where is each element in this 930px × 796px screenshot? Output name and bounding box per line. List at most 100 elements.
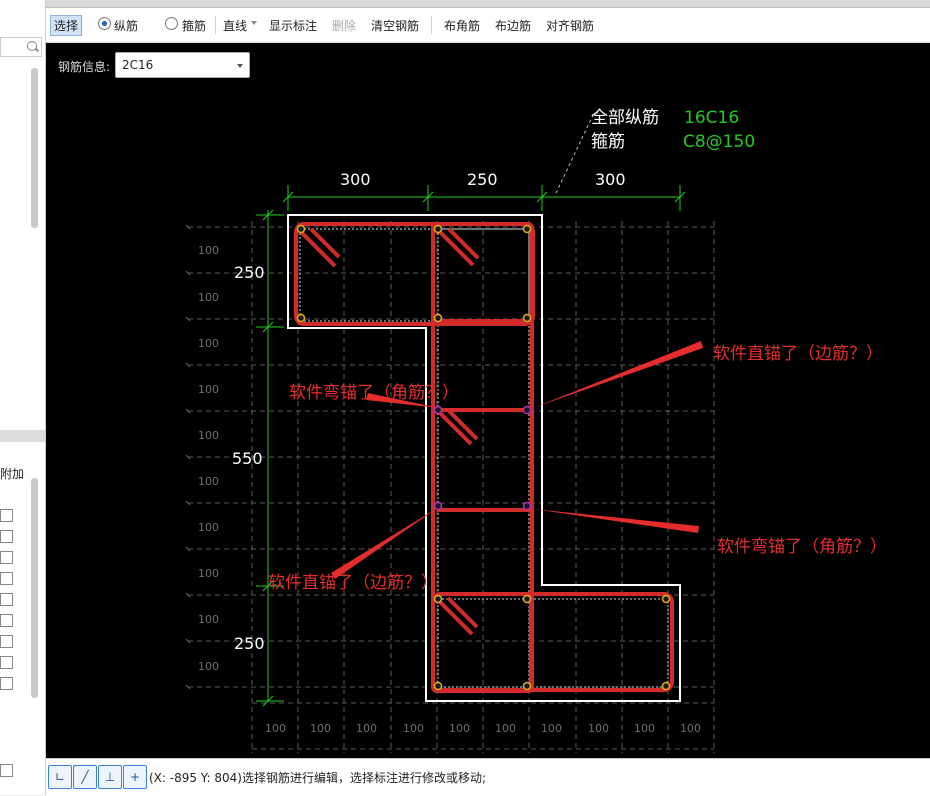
- row-checkbox[interactable]: [0, 677, 13, 690]
- grid-label: 100: [198, 660, 219, 673]
- legend-stirrup-label: 箍筋: [591, 132, 625, 152]
- rebar-dot[interactable]: [661, 594, 671, 604]
- longitudinal-label[interactable]: 纵筋: [114, 19, 139, 33]
- rebar-dot[interactable]: [522, 224, 532, 234]
- stirrups[interactable]: [294, 222, 674, 693]
- rebar-dot[interactable]: [433, 224, 443, 234]
- corner-rebar-button[interactable]: 布角筋: [444, 19, 481, 33]
- rebar-dot[interactable]: [522, 501, 532, 511]
- row-checkbox[interactable]: [0, 593, 13, 606]
- top-dimension[interactable]: [282, 185, 686, 211]
- arrow-shape: [331, 507, 439, 579]
- row-checkbox[interactable]: [0, 656, 13, 669]
- grid-label: 100: [198, 613, 219, 626]
- dim-label: 250: [467, 170, 498, 189]
- edge-rebar-button[interactable]: 布边筋: [495, 19, 532, 33]
- annotation-text: 软件直锚了（边筋？）: [713, 344, 883, 364]
- drawing-canvas[interactable]: 钢筋信息: 2C16: [46, 43, 930, 758]
- stirrup-radio[interactable]: [165, 17, 178, 30]
- rebar-dot[interactable]: [522, 405, 532, 415]
- grid-labels-bottom: 100 100 100 100 100 100 100 100 100 100: [265, 722, 701, 735]
- rebar-dot[interactable]: [522, 313, 532, 323]
- annotation-arrows: [331, 341, 703, 579]
- rebar-legend: 全部纵筋 16C16 箍筋 C8@150: [591, 108, 755, 152]
- legend-stirrup-value: C8@150: [683, 132, 755, 152]
- row-checkbox[interactable]: [0, 530, 13, 543]
- row-checkbox[interactable]: [0, 614, 13, 627]
- longitudinal-bars[interactable]: [296, 224, 671, 691]
- rebar-info-label: 钢筋信息:: [58, 60, 111, 74]
- select-button[interactable]: 选择: [50, 15, 83, 36]
- grid-label: 100: [495, 722, 516, 735]
- show-dimension-button[interactable]: 显示标注: [269, 19, 318, 33]
- row-checkbox[interactable]: [0, 635, 13, 648]
- grid-label: 100: [680, 722, 701, 735]
- rebar-dot[interactable]: [433, 501, 443, 511]
- legend-all-long-value: 16C16: [684, 108, 739, 128]
- grid-label: 100: [588, 722, 609, 735]
- row-checkbox[interactable]: [0, 551, 13, 564]
- grid-label: 100: [198, 291, 219, 304]
- line-tool-icon[interactable]: ╱: [73, 765, 97, 789]
- left-scrollbar[interactable]: [31, 68, 38, 228]
- rebar-dot[interactable]: [661, 681, 671, 691]
- tab-strip: [46, 0, 930, 8]
- panel-divider: [0, 430, 45, 442]
- rebar-dot[interactable]: [433, 405, 443, 415]
- dim-label: 250: [234, 263, 265, 282]
- section-outline[interactable]: [287, 214, 681, 702]
- align-rebar-button[interactable]: 对齐钢筋: [546, 19, 595, 33]
- grid-labels-left: 100 100 100 100 100 100 100 100 100 100: [198, 244, 219, 673]
- grid-label: 100: [198, 429, 219, 442]
- status-message: (X: -895 Y: 804)选择钢筋进行编辑，选择标注进行修改或移动;: [149, 769, 486, 786]
- row-checkbox[interactable]: [0, 572, 13, 585]
- grid-label: 100: [403, 722, 424, 735]
- rebar-info-value: 2C16: [122, 58, 154, 72]
- toolbar: 选择 纵筋 箍筋 直线 显示标注 删除 清空钢筋 布角筋 布边筋 对齐钢筋: [46, 8, 930, 43]
- left-scrollbar-lower[interactable]: [31, 478, 38, 698]
- chevron-down-icon: [237, 64, 243, 68]
- row-checkbox[interactable]: [0, 764, 13, 777]
- perpendicular-icon[interactable]: ⊥: [98, 765, 122, 789]
- line-dropdown[interactable]: 直线: [223, 19, 248, 33]
- rebar-dot[interactable]: [296, 313, 306, 323]
- annotation-text: 软件弯锚了（角筋？）: [717, 537, 887, 557]
- grid-label: 100: [198, 475, 219, 488]
- orthogonal-snap-icon[interactable]: ∟: [48, 765, 72, 789]
- row-checkbox[interactable]: [0, 509, 13, 522]
- longitudinal-radio[interactable]: [98, 17, 111, 30]
- stirrup-inner-lines: [299, 228, 669, 688]
- top-dimension-labels[interactable]: 300 250 300: [340, 170, 626, 189]
- dim-label: 300: [340, 170, 371, 189]
- left-dimension[interactable]: [256, 209, 284, 707]
- grid-label: 100: [265, 722, 286, 735]
- add-point-icon[interactable]: +: [123, 765, 147, 789]
- left-dimension-labels[interactable]: 250 550 250: [232, 263, 265, 653]
- annotation-text: 软件弯锚了（角筋？）: [289, 383, 459, 403]
- grid-label: 100: [198, 521, 219, 534]
- rebar-dot[interactable]: [296, 224, 306, 234]
- rebar-dot[interactable]: [433, 594, 443, 604]
- rebar-dot[interactable]: [522, 594, 532, 604]
- grid-label: 100: [198, 244, 219, 257]
- legend-all-long-label: 全部纵筋: [591, 108, 659, 128]
- left-panel: 附加: [0, 0, 46, 795]
- search-icon[interactable]: [27, 41, 37, 51]
- rebar-dot[interactable]: [433, 313, 443, 323]
- grid-label: 100: [310, 722, 331, 735]
- clear-rebar-button[interactable]: 清空钢筋: [371, 19, 420, 33]
- grid-ticks: [185, 224, 191, 690]
- annotation-text: 软件直锚了（边筋？）: [268, 573, 438, 593]
- rebar-info-select[interactable]: 2C16: [115, 52, 250, 78]
- chevron-down-icon[interactable]: [251, 21, 257, 25]
- grid-label: 100: [198, 383, 219, 396]
- grid-label: 100: [356, 722, 377, 735]
- rebar-dot[interactable]: [433, 681, 443, 691]
- status-text: 选择钢筋进行编辑，选择标注进行修改或移动;: [242, 771, 487, 785]
- annotations: 软件直锚了（边筋？） 软件弯锚了（角筋？） 软件弯锚了（角筋？） 软件直锚了（边…: [268, 344, 887, 593]
- delete-button[interactable]: 删除: [332, 19, 357, 33]
- rebar-dot[interactable]: [522, 681, 532, 691]
- search-input[interactable]: [0, 37, 42, 57]
- arrow-shape: [533, 509, 699, 533]
- stirrup-label[interactable]: 箍筋: [182, 19, 207, 33]
